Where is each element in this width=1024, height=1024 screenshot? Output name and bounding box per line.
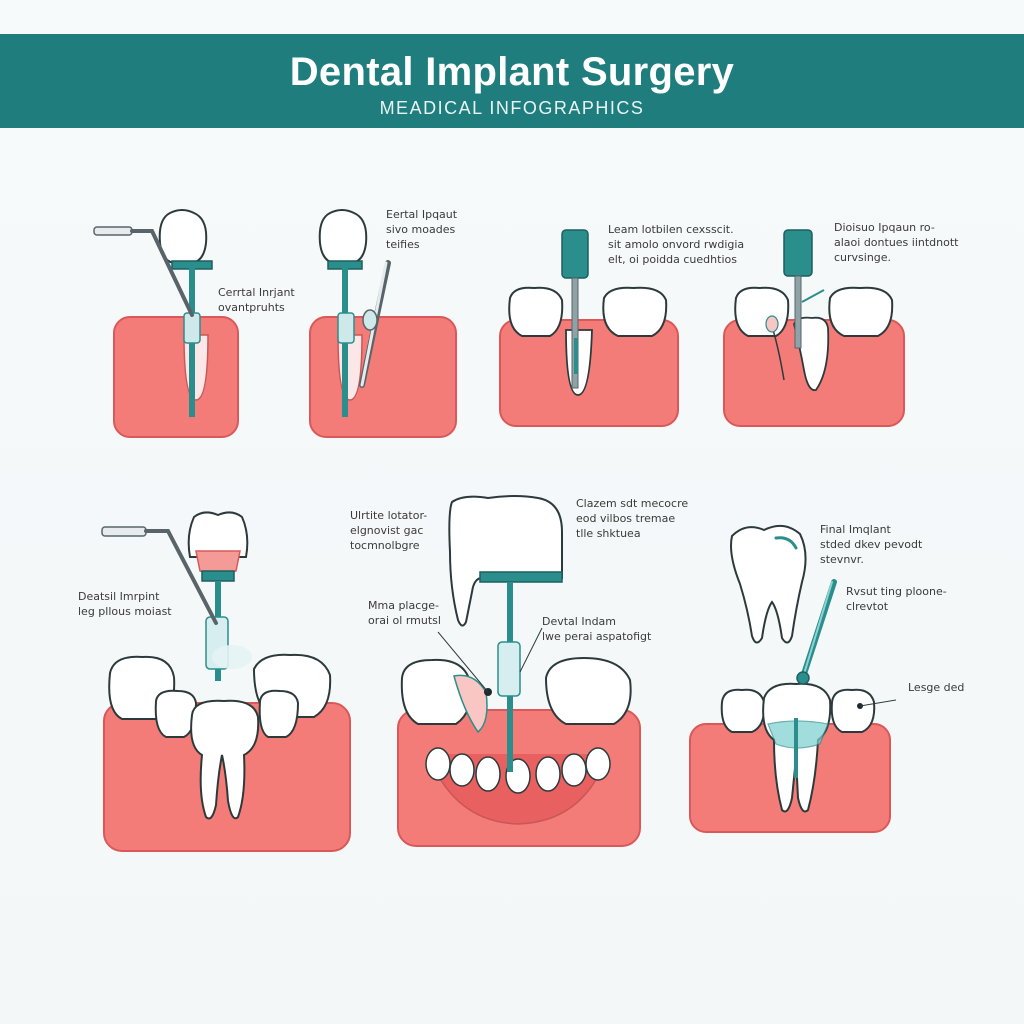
drill-bit-icon [571,277,579,389]
final-tooth-icon [730,524,807,644]
crown-icon [318,209,368,264]
neighbor-tooth-right [828,286,894,337]
step-3-illustration [499,229,679,427]
step-5-illustration [101,511,351,852]
step-1-panel: Cerrtal Inrjant ovantpruhts [92,205,295,445]
abutment-icon [201,570,235,582]
drill-bit-icon [794,275,802,349]
step-5-panel: Deatsil Imrpint leg pllous moiast [78,505,378,860]
gum-block [309,316,457,438]
neighbor-tooth-left [508,286,564,337]
page-title: Dental Implant Surgery [289,50,735,94]
neighbor-tooth-left [720,688,766,733]
header-banner [0,34,1024,128]
step-7-illustration [689,524,896,833]
drill-motor-icon [561,229,589,279]
neighbor-tooth-left [734,286,790,337]
implant-screw-icon [183,312,201,344]
crown-icon [158,209,208,264]
step-7-label-mid: Rvsut ting ploone- clrevtot [846,585,947,613]
step-1-label: Cerrtal Inrjant ovantpruhts [218,286,295,314]
step-3-panel: Leam lotbilen cexsscit. sit amolo onvord… [494,220,744,440]
implant-tooth-icon [793,316,830,392]
step-4-panel: Dioisuo Ipqaun ro- alaoi dontues iintdno… [720,220,959,440]
step-2-illustration [309,209,457,438]
step-4-label: Dioisuo Ipqaun ro- alaoi dontues iintdno… [834,221,959,264]
drill-motor-icon [783,229,813,277]
step-7-label-bottom: Lesge ded [908,681,965,694]
step-3-label: Leam lotbilen cexsscit. sit amolo onvord… [608,223,745,266]
molar-right-icon [544,656,632,725]
target-tooth-icon [190,699,260,820]
instrument-shaft-icon [144,529,218,625]
step-7-label-top: Final Imqlant stded dkev pevodt stevnvr. [820,523,923,566]
step-6-illustration [397,495,641,847]
step-2-panel: Eertal Ipqaut sivo moades teifies [300,205,460,445]
lower-teeth-row [425,747,611,794]
page-subtitle: MEADICAL INFOGRAPHICS [379,98,645,118]
step-6-label-top: Clazem sdt mecocre eod vilbos tremae tll… [576,497,689,540]
crown-icon [187,511,249,558]
step-6-panel [394,492,644,852]
step-1-illustration [93,209,239,438]
step-4-illustration [723,229,905,427]
crown-icon [448,495,563,627]
instrument-shaft-icon [130,229,194,317]
step-6-label-right: Devtal Indam lwe perai aspatofigt [542,615,652,643]
abutment-icon [479,571,563,583]
neighbor-tooth-right [602,286,668,337]
step-6-label-left: Mma placge- orai ol rmutsl [368,599,441,627]
step-7-panel [686,518,896,838]
step-5-label-top: Ulrtite lotator- elgnovist gac tocmnolbg… [350,509,428,552]
implant-screw-icon [337,312,355,344]
step-5-label-left: Deatsil Imrpint leg pllous moiast [78,590,172,618]
instrument-handle-icon [101,526,147,537]
instrument-handle-icon [93,226,133,236]
step-2-label: Eertal Ipqaut sivo moades teifies [386,208,458,251]
drill-head-icon [362,309,378,331]
implant-screw-icon [497,641,521,697]
neighbor-tooth-right [830,688,876,733]
gum-block [113,316,239,438]
